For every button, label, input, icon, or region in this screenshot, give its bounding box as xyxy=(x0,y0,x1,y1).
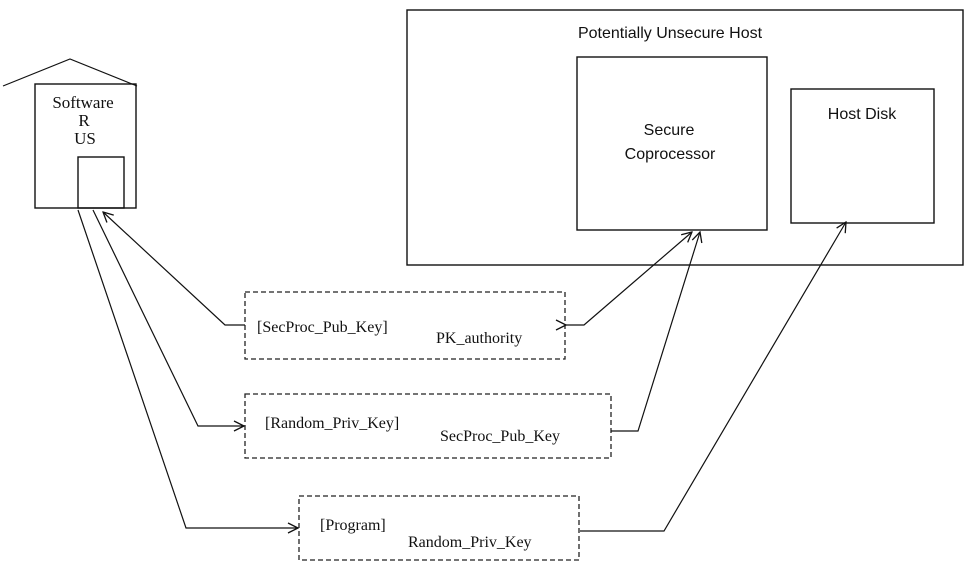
arrows xyxy=(77,209,846,532)
message-1-key: PK_authority xyxy=(436,330,522,347)
message-3-content: [Program] xyxy=(320,517,386,534)
host-disk-label: Host Disk xyxy=(828,106,897,123)
coprocessor-label-line1: Secure xyxy=(644,122,695,139)
arrow-message3-to-disk xyxy=(580,222,846,532)
unsecure-host: Potentially Unsecure Host Secure Coproce… xyxy=(406,9,964,266)
message-2-key: SecProc_Pub_Key xyxy=(440,428,560,445)
coprocessor-label-line2: Coprocessor xyxy=(625,146,716,163)
house-label-line3: US xyxy=(74,129,96,148)
software-house: Software R US xyxy=(2,58,138,209)
message-1: [SecProc_Pub_Key] PK_authority xyxy=(244,291,566,360)
message-1-content: [SecProc_Pub_Key] xyxy=(257,319,388,336)
arrow-message2-to-coprocessor xyxy=(611,232,700,432)
arrow-coprocessor-message1 xyxy=(566,232,692,325)
message-3: [Program] Random_Priv_Key xyxy=(298,495,580,561)
house-roof xyxy=(2,58,138,87)
host-title: Potentially Unsecure Host xyxy=(578,25,763,42)
host-disk-box xyxy=(790,88,935,224)
house-label-line1: Software xyxy=(52,93,113,112)
message-3-box xyxy=(298,495,580,561)
house-label-line2: R xyxy=(78,111,90,130)
message-2-content: [Random_Priv_Key] xyxy=(265,415,399,432)
arrow-house-to-message3 xyxy=(77,209,298,528)
message-2-box xyxy=(244,393,612,459)
message-2: [Random_Priv_Key] SecProc_Pub_Key xyxy=(244,393,612,459)
arrow-message1-to-house xyxy=(103,212,245,326)
secure-coprocessor-box xyxy=(576,56,768,231)
arrow-house-to-message2 xyxy=(92,209,244,426)
message-3-key: Random_Priv_Key xyxy=(408,534,532,551)
house-door xyxy=(77,156,125,209)
